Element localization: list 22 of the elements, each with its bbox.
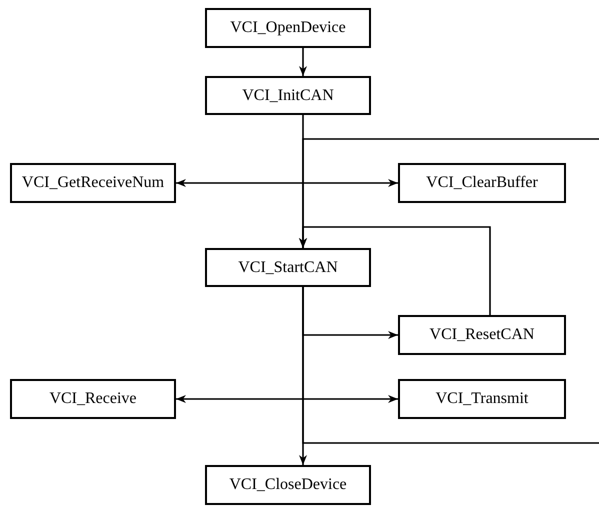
function-name: VCI_InitCAN [242,86,334,104]
function-name: VCI_GetReceiveNum [22,174,164,192]
arrow [299,226,491,315]
process-box [10,163,176,203]
function-name: VCI_ResetCAN [430,326,534,344]
process-box [205,8,371,48]
process-box [10,379,176,419]
arrow [299,48,307,76]
process-box [398,163,566,203]
function-name: VCI_OpenDevice [230,19,346,37]
function-name: VCI_Receive [49,390,137,408]
process-box [398,315,566,355]
function-name: VCI_ClearBuffer [426,174,538,192]
function-name: VCI_StartCAN [238,258,338,276]
arrow [176,395,398,403]
arrow [176,179,398,187]
function-name: VCI_CloseDevice [229,476,347,494]
function-name: VCI_Transmit [436,390,528,408]
process-box [205,76,371,115]
process-box [398,379,566,419]
process-box [205,465,371,505]
process-box [205,248,371,287]
